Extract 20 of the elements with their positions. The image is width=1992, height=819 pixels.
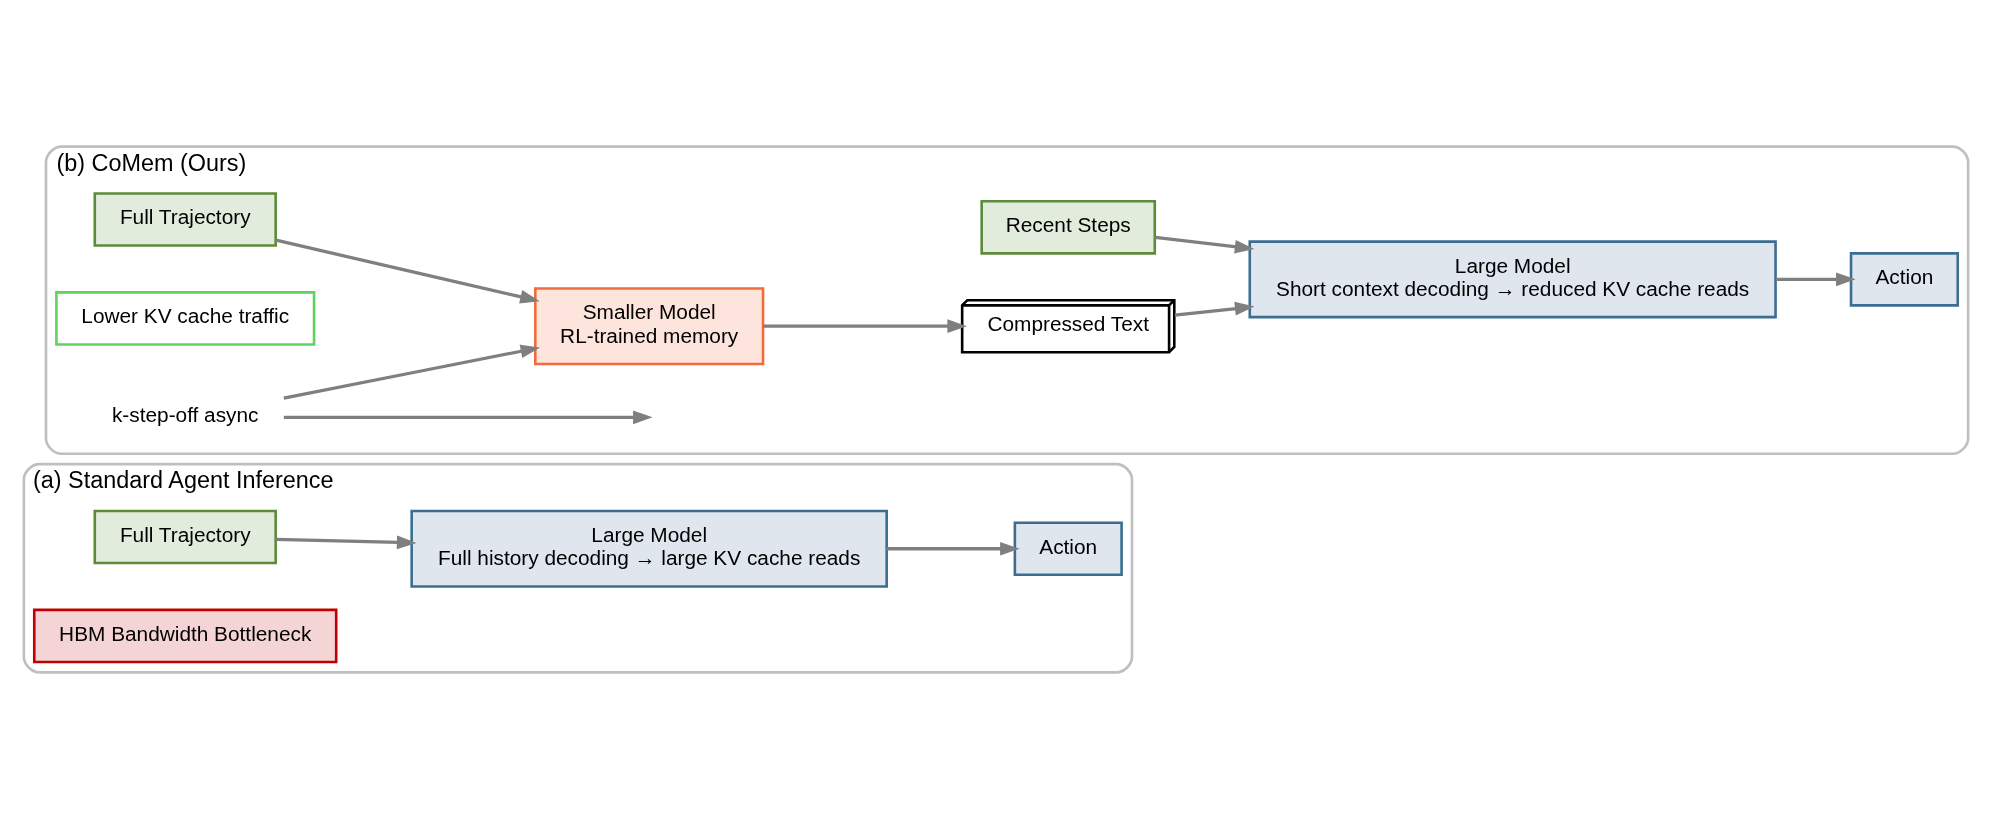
- arrow: [283, 410, 653, 425]
- node-box: Action: [1849, 252, 1960, 307]
- node-box: Recent Steps: [980, 200, 1157, 255]
- arrow: [276, 535, 417, 550]
- arrow: [275, 238, 540, 304]
- arrow: [763, 319, 967, 334]
- node-box: Full Trajectory: [93, 509, 277, 565]
- node-text: k-step-off async: [111, 403, 259, 427]
- node-box: Smaller Model RL-trained memory: [534, 287, 765, 366]
- node-box: Action: [1013, 521, 1123, 577]
- node-box: Lower KV cache traffic: [55, 291, 316, 346]
- arrow: [1174, 301, 1255, 317]
- node-box: HBM Bandwidth Bottleneck: [32, 608, 338, 664]
- node-box: Full Trajectory: [93, 192, 277, 247]
- arrow: [1775, 272, 1856, 287]
- arrow: [886, 541, 1020, 556]
- node-box: Large Model Short context decoding → reduced KV cache reads: [1248, 240, 1777, 319]
- arrow: [283, 344, 541, 400]
- node-box: Large Model Full history decoding → large KV cache reads: [410, 509, 888, 588]
- arrow: [1155, 235, 1255, 254]
